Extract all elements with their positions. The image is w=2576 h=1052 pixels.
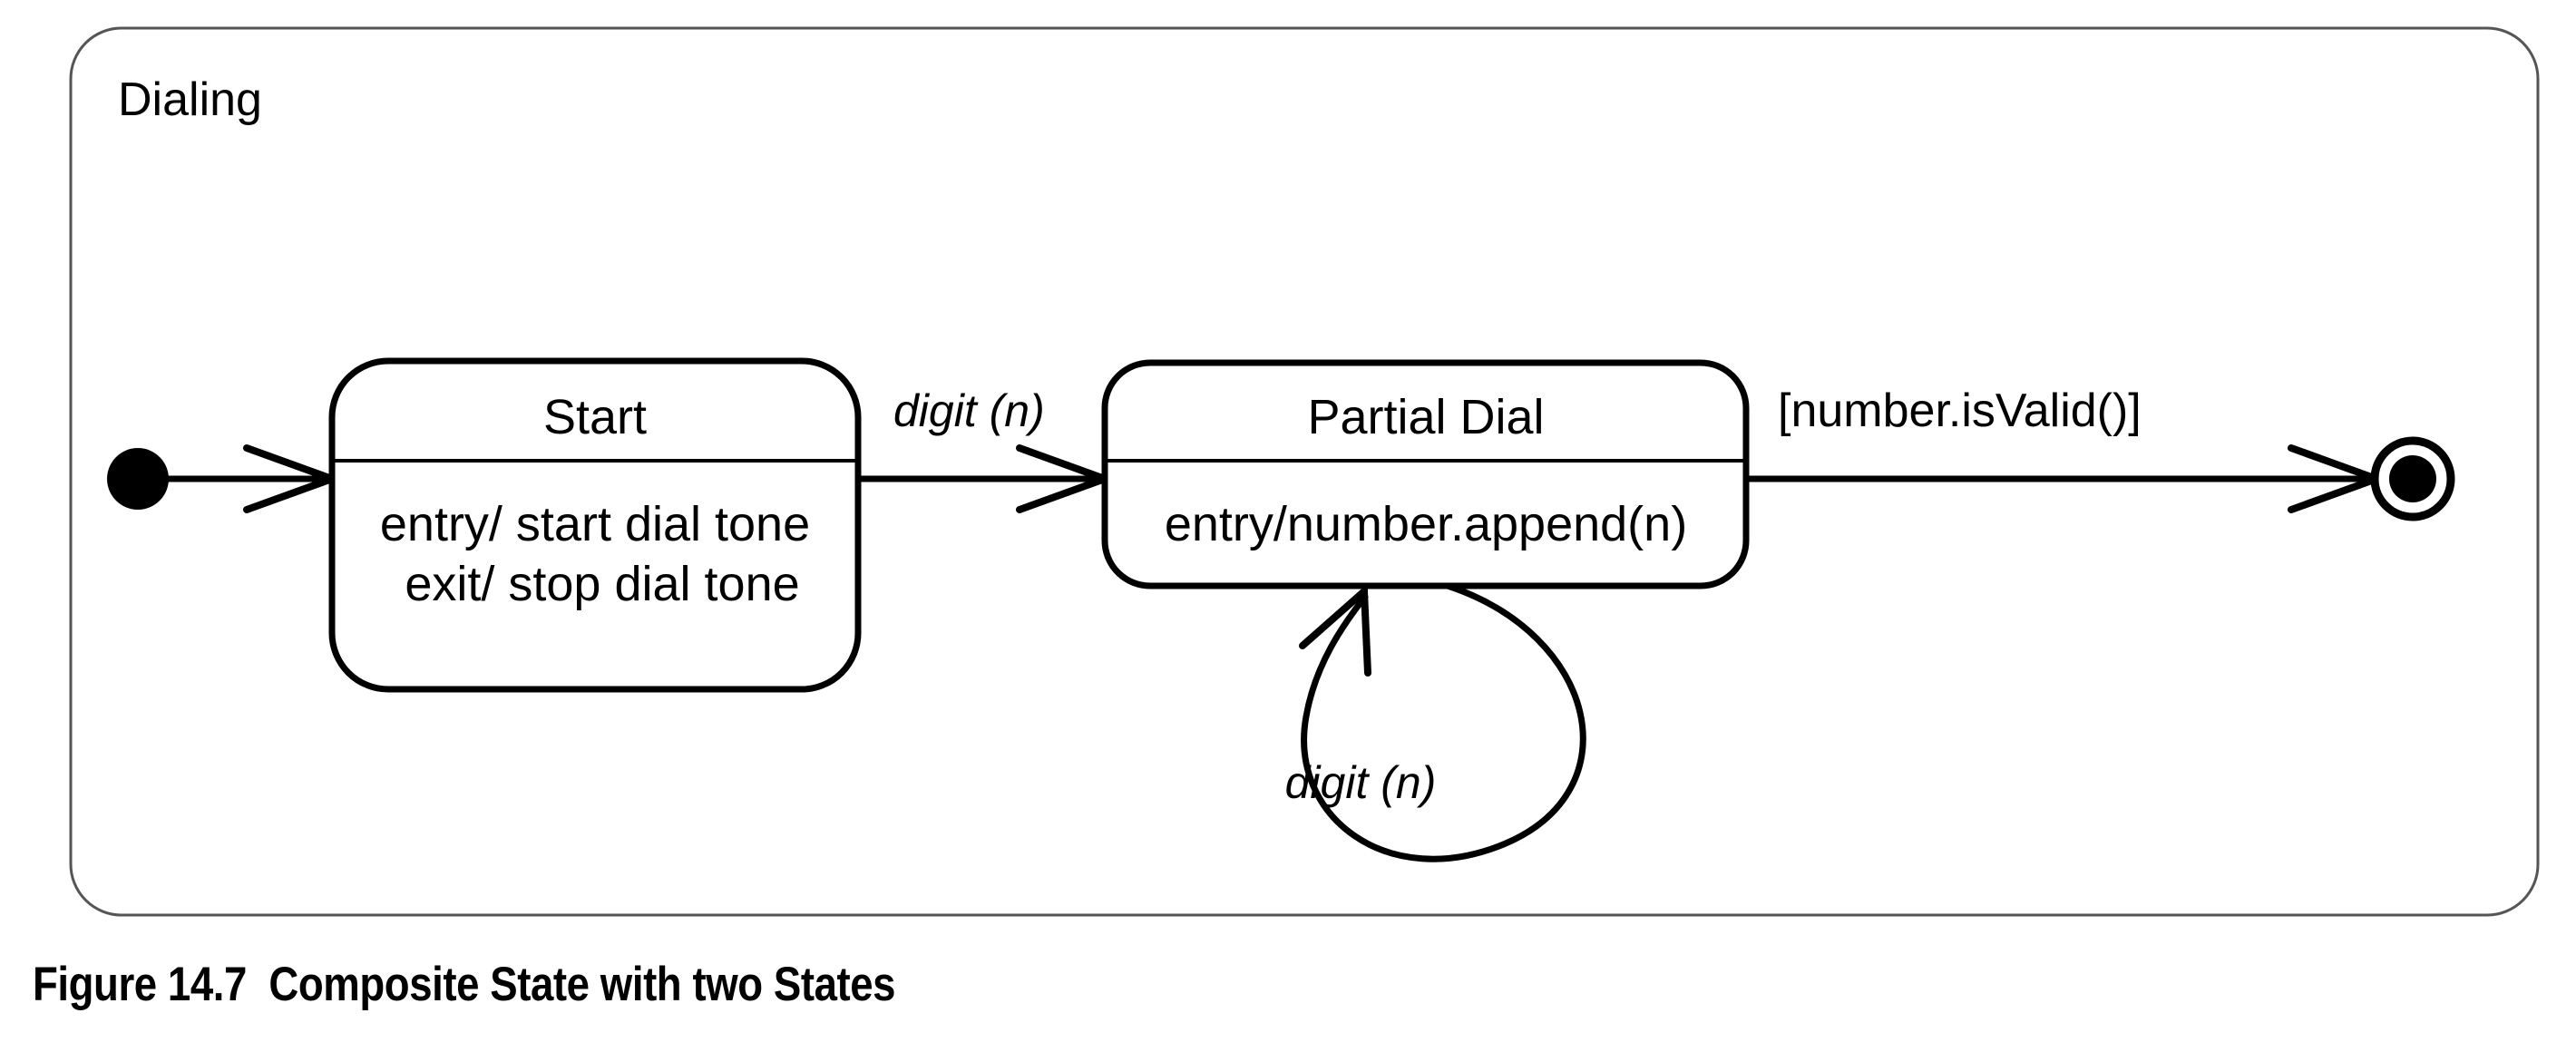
- state-box-start: [328, 357, 862, 693]
- transition-label-start-to-partial: digit (n): [893, 385, 1045, 436]
- state-name-start: Start: [543, 390, 647, 444]
- final-state-inner-disc: [2389, 455, 2436, 502]
- transition-self-loop-arrowhead: [1299, 583, 1371, 677]
- state-activity-start-entry: entry/ start dial tone: [380, 497, 810, 551]
- transition-label-self-loop: digit (n): [1285, 757, 1437, 808]
- initial-state-icon: [107, 448, 169, 510]
- figure-caption: Figure 14.7 Composite State with two Sta…: [33, 958, 896, 1011]
- composite-state-label: Dialing: [118, 73, 262, 126]
- state-name-partial-dial: Partial Dial: [1307, 390, 1544, 444]
- state-activity-partial-dial-entry: entry/number.append(n): [1165, 497, 1687, 551]
- state-box-partial-dial: [1101, 359, 1750, 589]
- transition-label-partial-to-final: [number.isValid()]: [1778, 385, 2142, 437]
- transition-self-loop-path: [1301, 582, 1586, 862]
- state-activity-start-exit: exit/ stop dial tone: [405, 557, 799, 611]
